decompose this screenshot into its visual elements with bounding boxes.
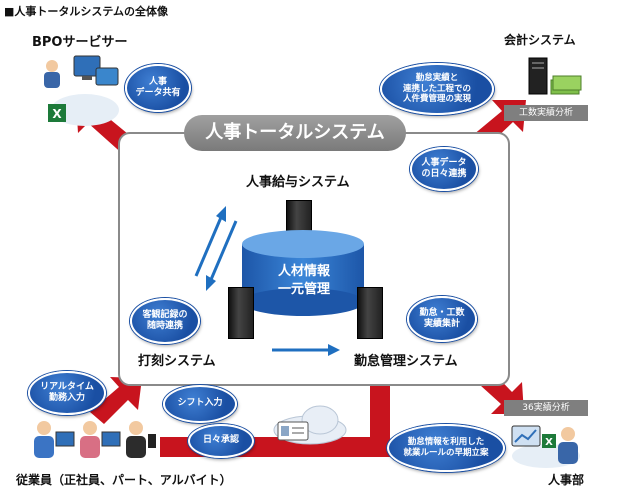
timeclock-server-icon	[228, 287, 254, 339]
bubble-attendance-total: 勤怠・工数 実績集計	[407, 296, 477, 342]
id-card-icon	[277, 421, 309, 441]
main-title: 人事トータルシステム	[184, 115, 406, 151]
tag-work-analysis: 工数実績分析	[504, 105, 588, 121]
excel-icon	[48, 104, 66, 122]
svg-text:X: X	[545, 437, 553, 448]
svg-text:X: X	[52, 107, 62, 121]
bubble-realtime-input: リアルタイム 勤務入力	[28, 371, 106, 415]
bubble-customer-link: 客観記録の 随時連携	[130, 298, 200, 344]
employee-icon	[34, 421, 156, 458]
bubble-early-detection: 勤怠情報を利用した 就業ルールの早期立案	[387, 424, 505, 472]
timeclock-system-label: 打刻システム	[138, 354, 216, 369]
payroll-system-label: 人事給与システム	[246, 175, 350, 190]
hr-dept-icon: X	[511, 425, 580, 468]
pc-group-icon: X	[44, 55, 119, 126]
page-heading: ■人事トータルシステムの全体像	[4, 5, 169, 18]
database-icon	[242, 230, 364, 316]
bubble-labor-cost: 勤怠実績と 連携した工程での 人件費管理の実現	[380, 63, 494, 115]
attendance-server-icon	[357, 287, 383, 339]
arrow-from-employees	[90, 377, 142, 424]
bubble-hr-data-share: 人事 データ共有	[125, 64, 191, 112]
hr-dept-label: 人事部	[548, 473, 585, 487]
attendance-system-label: 勤怠管理システム	[354, 354, 458, 369]
bpo-label: BPOサービサー	[32, 35, 128, 50]
bubble-shift-input: シフト入力	[163, 385, 237, 423]
bubble-hr-daily-link: 人事データ の日々連携	[410, 147, 478, 191]
accounting-label: 会計システム	[504, 33, 576, 47]
server-icon	[528, 57, 582, 95]
cash-icon	[550, 75, 582, 95]
tag-overtime-analysis: 36実績分析	[504, 400, 588, 416]
cloud-icon	[273, 405, 347, 445]
bubble-daily-approval: 日々承認	[188, 424, 254, 458]
hr-db-label: 人材情報 一元管理	[277, 264, 330, 297]
employees-label: 従業員（正社員、パート、アルバイト）	[16, 473, 232, 487]
